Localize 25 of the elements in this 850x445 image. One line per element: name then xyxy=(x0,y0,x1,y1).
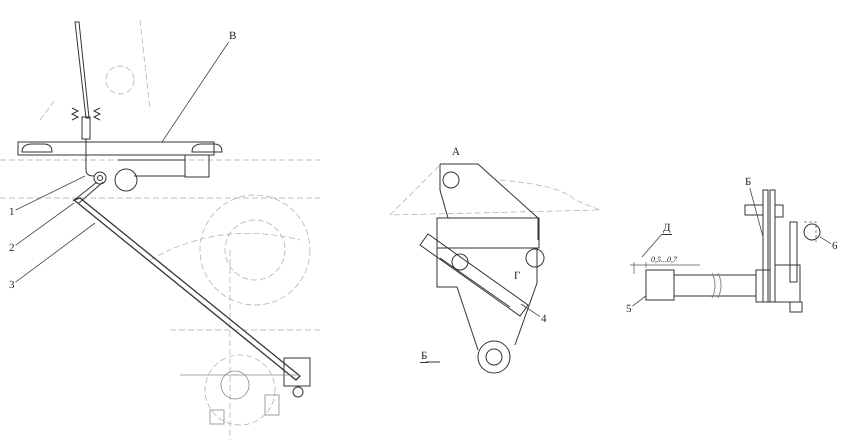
callout-number: 5 xyxy=(625,303,632,315)
callout-number: 4 xyxy=(540,313,548,325)
view-label: А xyxy=(451,146,461,158)
leader-line xyxy=(820,236,832,244)
leader-line xyxy=(162,42,230,142)
callout-letter: В xyxy=(228,30,238,42)
shaft-end-part xyxy=(646,270,674,300)
leader-line xyxy=(520,304,540,317)
callout-letter: Б xyxy=(744,176,752,188)
view-label: Г xyxy=(513,270,522,282)
callout-number: 1 xyxy=(8,206,16,218)
leader-line xyxy=(749,188,764,238)
plate-part xyxy=(762,190,768,302)
leader-line xyxy=(642,234,662,258)
callout-number: 2 xyxy=(8,242,16,254)
callout-letter: Д xyxy=(662,222,672,235)
callout-number: 6 xyxy=(831,240,838,252)
callout-number: 3 xyxy=(8,279,16,291)
leader-line xyxy=(15,176,86,211)
leader-line xyxy=(15,222,96,283)
leader-line xyxy=(15,202,74,246)
roller-part xyxy=(804,224,820,240)
view-label: Б xyxy=(420,350,428,363)
leader-line xyxy=(632,295,646,307)
dimension-text: 0,5...0,7 xyxy=(650,254,678,266)
